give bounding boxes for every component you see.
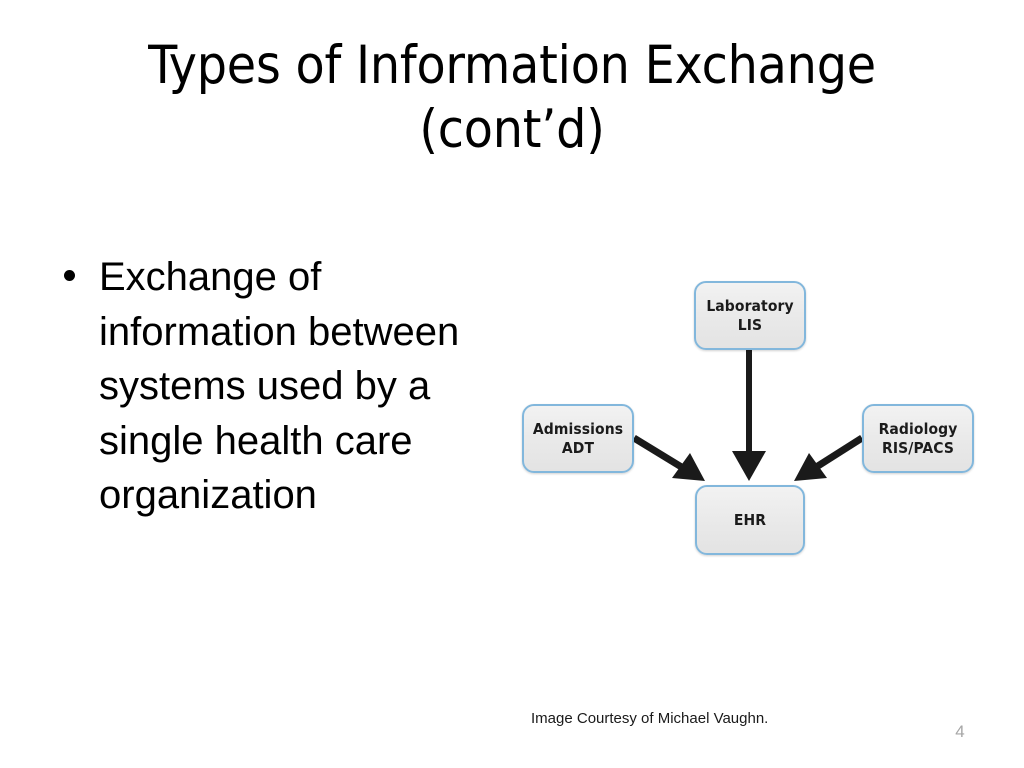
diagram-node-ehr[interactable]: EHR bbox=[695, 485, 805, 555]
slide-number: 4 bbox=[955, 722, 965, 741]
image-credit-caption: Image Courtesy of Michael Vaughn. bbox=[531, 710, 769, 727]
node-label-line2: RIS/PACS bbox=[881, 438, 954, 457]
information-exchange-diagram: Laboratory LIS Admissions ADT Radiology … bbox=[500, 262, 1000, 574]
diagram-node-admissions[interactable]: Admissions ADT bbox=[522, 404, 634, 473]
list-item: Exchange of information between systems … bbox=[56, 250, 476, 523]
arrow-admissions-to-ehr bbox=[632, 435, 705, 481]
diagram-arrows-layer bbox=[632, 350, 864, 481]
slide-title: Types of Information Exchange (cont’d) bbox=[148, 35, 876, 160]
node-label-line1: EHR bbox=[733, 510, 767, 529]
body-content: Exchange of information between systems … bbox=[56, 250, 476, 523]
node-label-line1: Radiology bbox=[878, 419, 958, 438]
bullet-dot-icon bbox=[64, 270, 75, 281]
node-label-line2: ADT bbox=[561, 438, 595, 457]
node-label-line1: Admissions bbox=[532, 419, 624, 438]
arrow-laboratory-to-ehr bbox=[732, 350, 766, 481]
node-label-line1: Laboratory bbox=[706, 296, 794, 315]
diagram-node-laboratory[interactable]: Laboratory LIS bbox=[694, 281, 806, 350]
bullet-text: Exchange of information between systems … bbox=[99, 255, 460, 517]
arrow-radiology-to-ehr bbox=[794, 435, 864, 481]
diagram-node-radiology[interactable]: Radiology RIS/PACS bbox=[862, 404, 974, 473]
node-label-line2: LIS bbox=[737, 315, 763, 334]
